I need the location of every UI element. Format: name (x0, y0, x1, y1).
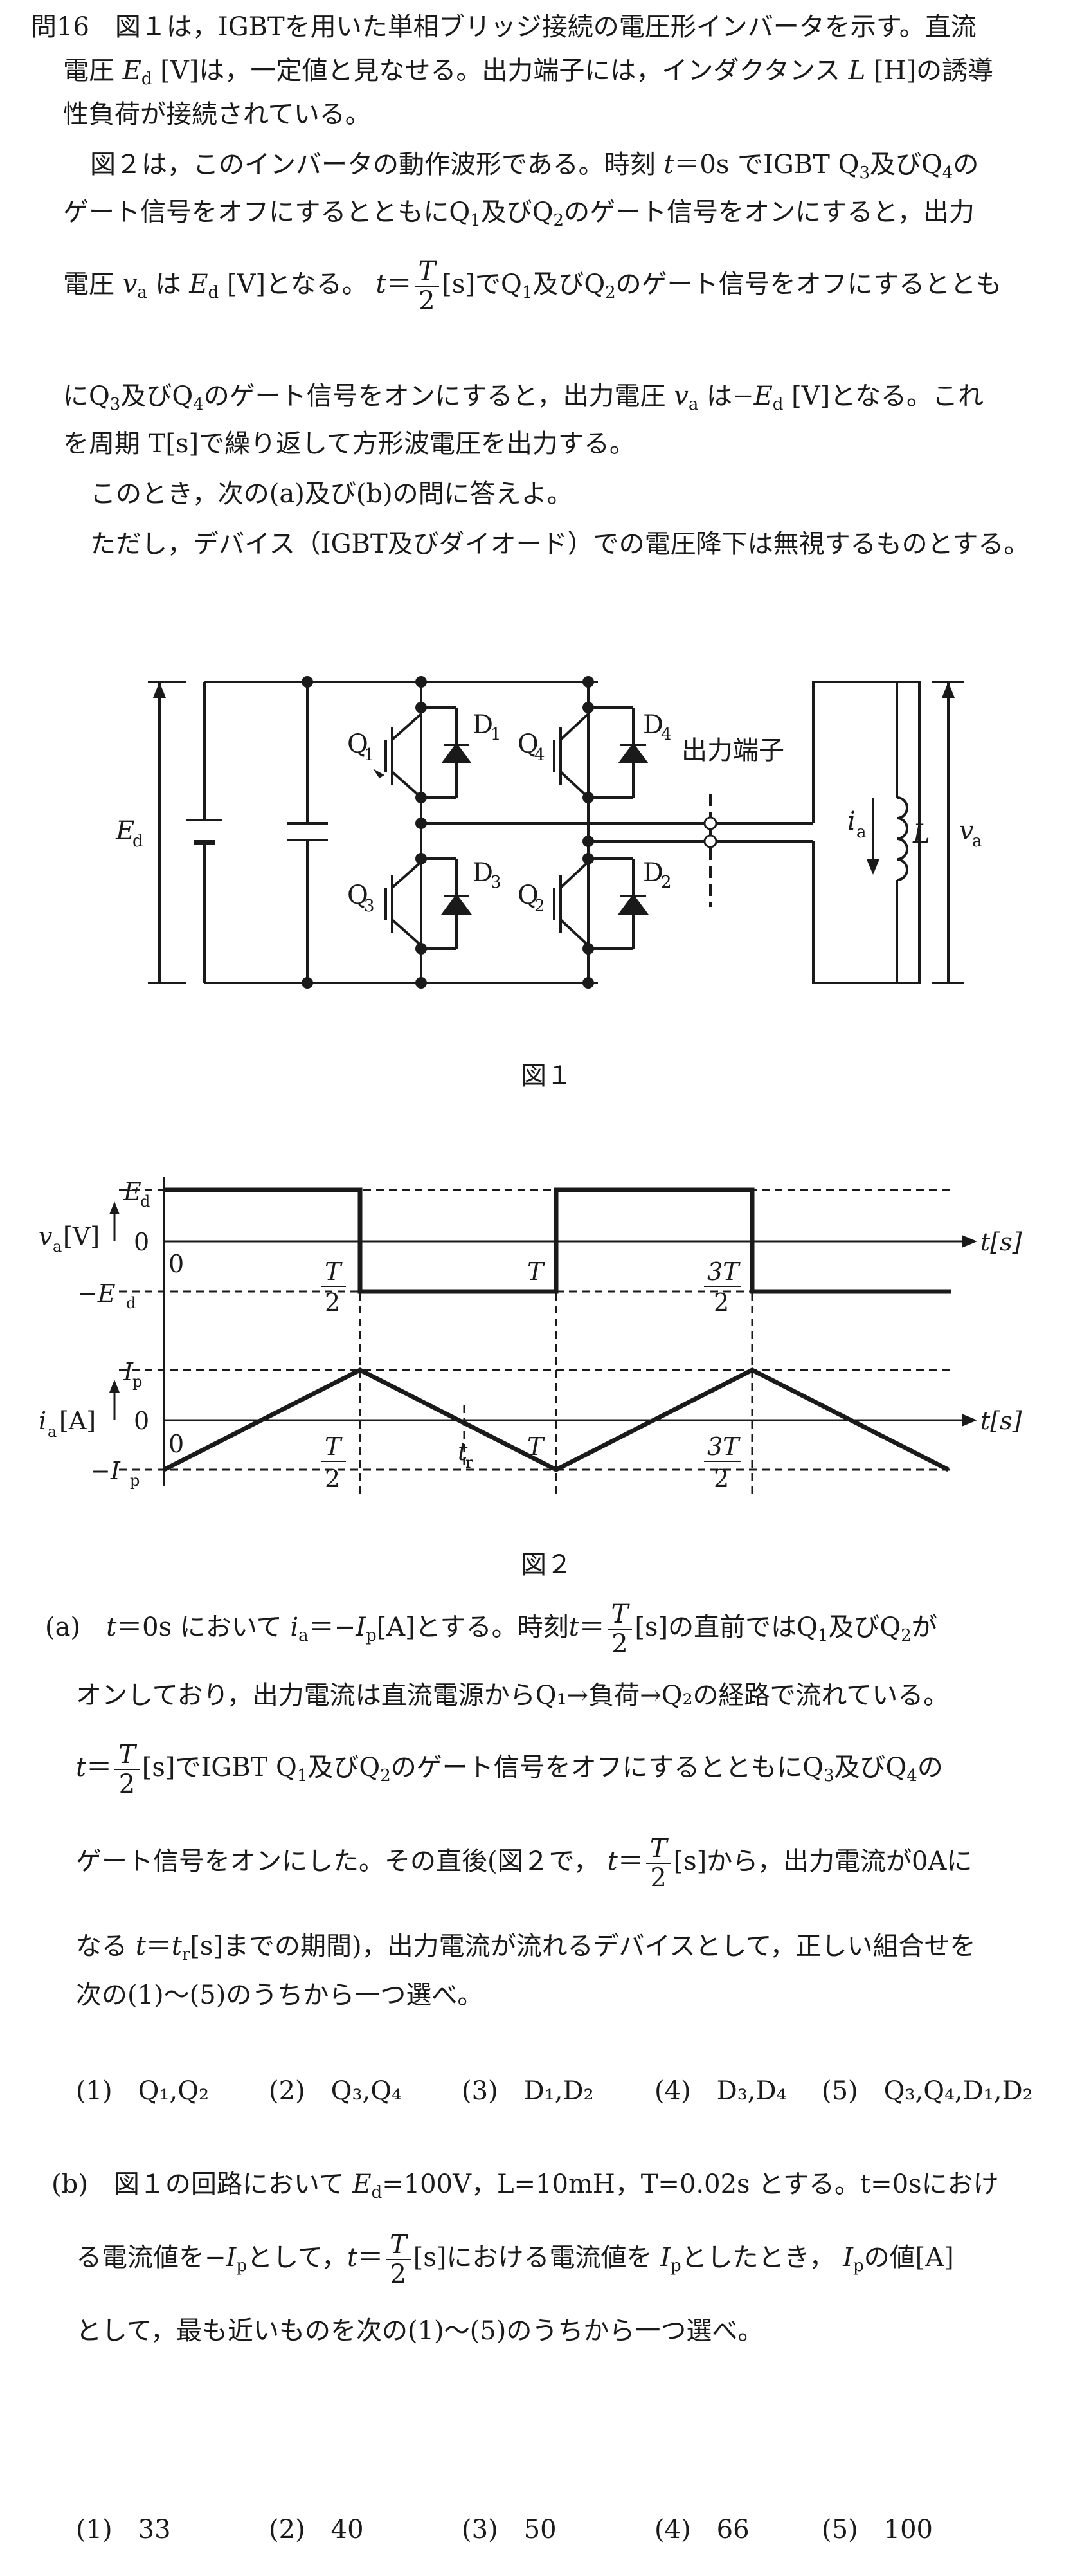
svg-text:t[s]: t[s] (980, 1228, 1022, 1256)
choice-a-3[interactable]: (3) D₁,D₂ (462, 2076, 594, 2106)
label-output-terminal: 出力端子 (681, 736, 784, 765)
svg-text:T: T (527, 1432, 545, 1461)
svg-text:−E: −E (77, 1279, 116, 1308)
choice-b-2[interactable]: (2) 40 (269, 2515, 364, 2544)
choice-b-3[interactable]: (3) 50 (462, 2515, 557, 2544)
svg-text:3T: 3T (707, 1257, 741, 1286)
va-waveform (164, 1187, 951, 1294)
problem-text: 問16 図１は，IGBTを用いた単相ブリッジ接続の電圧形インバータを示す。直流 (31, 12, 977, 42)
label-d2: D (643, 858, 663, 888)
svg-text:t: t (458, 1438, 468, 1466)
svg-text:3T: 3T (707, 1432, 741, 1461)
question-b-line1: (b) 図１の回路において Ed=100V，L=10mH，T=0.02s とする… (51, 2170, 999, 2202)
svg-text:2: 2 (661, 873, 672, 892)
problem-line5: ゲート信号をオフにするとともにQ1及びQ2のゲート信号をオンにすると，出力 (63, 197, 975, 230)
label-va: v (959, 816, 974, 846)
svg-text:1: 1 (491, 725, 501, 744)
question-a-line2: オンしており，出力電流は直流電源からQ₁→負荷→Q₂の経路で流れている。 (76, 1681, 950, 1710)
svg-text:2: 2 (325, 1288, 340, 1317)
fig1-caption: 図１ (521, 1061, 572, 1091)
problem-line4: 図２は，このインバータの動作波形である。時刻 t＝0s でIGBT Q3及びQ4… (90, 150, 979, 183)
label-ia: i (847, 807, 856, 836)
va-label: v (39, 1222, 53, 1250)
svg-text:T: T (527, 1257, 545, 1286)
label-l: L (912, 819, 930, 849)
choice-b-4[interactable]: (4) 66 (654, 2515, 750, 2544)
svg-text:−I: −I (90, 1457, 121, 1485)
junction-dot (302, 676, 313, 688)
problem-number: 問16 (31, 12, 89, 42)
svg-text:a: a (48, 1423, 57, 1441)
svg-text:3: 3 (364, 897, 375, 916)
svg-text:[V]: [V] (63, 1222, 100, 1250)
problem-line8: を周期 T[s]で繰り返して方形波電圧を出力する。 (63, 429, 635, 459)
svg-text:p: p (130, 1472, 140, 1490)
label-ed: E (115, 816, 134, 846)
choice-a-2[interactable]: (2) Q₃,Q₄ (269, 2076, 402, 2106)
label-q1: Q (347, 729, 368, 759)
svg-text:t[s]: t[s] (980, 1407, 1022, 1435)
ia-waveform (163, 1367, 950, 1472)
svg-text:d: d (126, 1294, 136, 1312)
svg-text:d: d (132, 832, 143, 851)
choice-b-1[interactable]: (1) 33 (76, 2515, 171, 2544)
svg-text:p: p (132, 1373, 142, 1391)
label-d4: D (643, 710, 663, 740)
svg-text:a: a (972, 832, 982, 851)
problem-line7: にQ3及びQ4のゲート信号をオンにすると，出力電圧 va は−Ed [V]となる… (63, 381, 984, 414)
svg-text:E: E (123, 1178, 141, 1206)
label-d3: D (473, 858, 493, 888)
choice-a-5[interactable]: (5) Q₃,Q₄,D₁,D₂ (822, 2076, 1033, 2106)
svg-text:a: a (53, 1238, 62, 1256)
svg-text:[A]: [A] (59, 1407, 96, 1435)
ia-label: i (39, 1407, 46, 1435)
question-a-line6: 次の(1)～(5)のうちから一つ選べ。 (76, 1980, 483, 2010)
label-q2: Q (518, 881, 539, 910)
svg-text:2: 2 (534, 897, 545, 916)
label-q3: Q (347, 881, 368, 910)
svg-text:4: 4 (661, 725, 672, 744)
svg-text:T: T (325, 1257, 343, 1286)
svg-text:1: 1 (364, 745, 375, 765)
fig2-caption: 図２ (521, 1550, 572, 1580)
svg-text:2: 2 (714, 1465, 729, 1493)
svg-text:a: a (856, 823, 867, 842)
question-a-line5: なる t＝tr[s]までの期間)，出力電流が流れるデバイスとして，正しい組合せを (76, 1932, 976, 1964)
question-b-line3: として，最も近いものを次の(1)～(5)のうちから一つ選べ。 (76, 2316, 764, 2346)
choice-b-5[interactable]: (5) 100 (822, 2515, 933, 2544)
choice-a-1[interactable]: (1) Q₁,Q₂ (76, 2076, 210, 2106)
svg-text:2: 2 (714, 1288, 729, 1317)
problem-line3: 性負荷が接続されている。 (63, 100, 371, 129)
svg-text:3: 3 (491, 873, 501, 892)
label-q4: Q (518, 729, 539, 759)
svg-text:0: 0 (134, 1228, 149, 1256)
svg-text:0: 0 (168, 1430, 184, 1458)
choice-a-4[interactable]: (4) D₃,D₄ (654, 2076, 787, 2106)
problem-line10: ただし，デバイス（IGBT及びダイオード）での電圧降下は無視するものとする。 (90, 529, 1030, 559)
output-terminal (703, 816, 717, 830)
svg-text:0: 0 (134, 1407, 149, 1435)
problem-line9: このとき，次の(a)及び(b)の問に答えよ。 (90, 479, 573, 509)
svg-text:d: d (140, 1192, 150, 1210)
svg-text:I: I (123, 1358, 134, 1386)
label-d1: D (473, 710, 493, 740)
problem-line2: 電圧 Ed [V]は，一定値と見なせる。出力端子には，インダクタンス L [H]… (63, 56, 994, 89)
svg-text:4: 4 (534, 745, 545, 765)
svg-text:T: T (325, 1432, 343, 1461)
svg-text:2: 2 (325, 1465, 340, 1493)
svg-text:r: r (465, 1454, 473, 1472)
svg-text:0: 0 (168, 1250, 184, 1278)
